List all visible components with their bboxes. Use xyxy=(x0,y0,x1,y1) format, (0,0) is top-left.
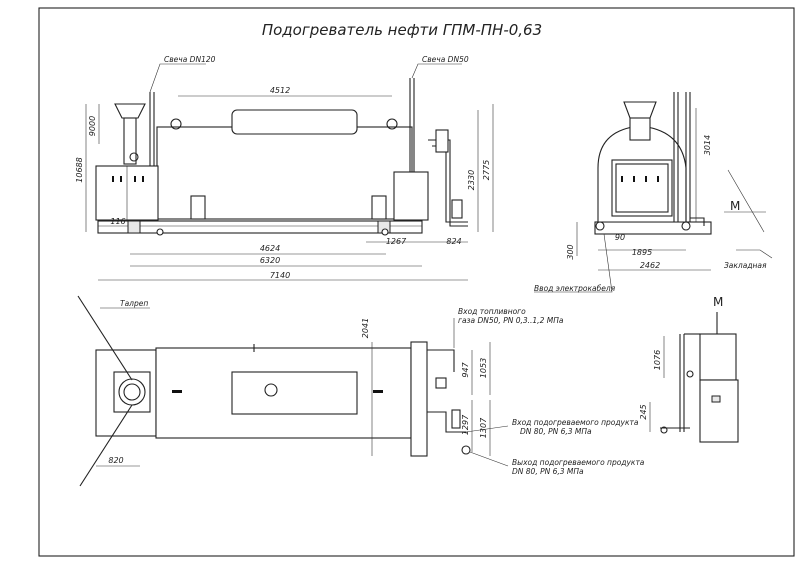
label-product-outlet-2: DN 80, PN 6,3 МПа xyxy=(512,467,584,476)
dim-820: 820 xyxy=(108,456,123,465)
dim-1267: 1267 xyxy=(386,237,407,246)
label-fuel-inlet-1: Вход топливного xyxy=(458,307,526,316)
dim-9000: 9000 xyxy=(88,116,97,136)
sheet-frame xyxy=(38,7,795,557)
dim-4624: 4624 xyxy=(260,244,280,253)
dim-2041: 2041 xyxy=(361,318,370,338)
dim-1297: 1297 xyxy=(461,414,470,435)
dim-947: 947 xyxy=(461,361,470,377)
dim-1307: 1307 xyxy=(479,417,488,438)
drawing-title: Подогреватель нефти ГПМ-ПН-0,63 xyxy=(262,21,542,39)
marker-m-detail: M xyxy=(713,295,723,309)
plan-view: Талреп 820 2041 947 1053 1297 1307 Вход … xyxy=(77,295,645,487)
dim-1053: 1053 xyxy=(479,358,488,378)
label-fuel-inlet-2: газа DN50, PN 0,3..1,2 МПа xyxy=(458,316,564,325)
label-product-outlet-1: Выход подогреваемого продукта xyxy=(512,458,645,467)
dim-3014: 3014 xyxy=(703,135,712,155)
skid-base xyxy=(97,220,423,234)
dim-245: 245 xyxy=(639,404,648,419)
dim-10688: 10688 xyxy=(75,157,84,182)
dim-300: 300 xyxy=(566,244,575,259)
expansion-tank xyxy=(231,109,358,135)
dim-2330: 2330 xyxy=(467,170,476,190)
dim-1895: 1895 xyxy=(632,248,652,257)
plan-skid xyxy=(95,349,157,437)
dim-4512: 4512 xyxy=(270,86,290,95)
label-power-cable: Ввод электрокабеля xyxy=(534,284,616,293)
dim-6320: 6320 xyxy=(260,256,280,265)
label-embed: Закладная xyxy=(724,261,767,270)
front-view: 4512 9000 10688 116 2330 2775 1267 824 4… xyxy=(75,55,494,281)
label-product-inlet-1: Вход подогреваемого продукта xyxy=(512,418,639,427)
dim-1076: 1076 xyxy=(653,350,662,370)
marker-m-top: M xyxy=(730,199,740,213)
side-view: 3014 300 90 1895 2462 M Закладная Ввод э… xyxy=(534,92,773,293)
side-skid xyxy=(594,221,712,235)
dim-90: 90 xyxy=(615,233,625,242)
dim-7140: 7140 xyxy=(270,271,290,280)
dim-2775: 2775 xyxy=(482,160,491,180)
dim-116: 116 xyxy=(110,217,125,226)
label-candle-dn50: Свеча DN50 xyxy=(422,55,469,64)
dim-824: 824 xyxy=(446,237,461,246)
detail-m-view: M 1076 245 xyxy=(639,295,739,443)
label-lug: Талреп xyxy=(120,299,148,308)
label-product-inlet-2: DN 80, PN 6,3 МПа xyxy=(520,427,592,436)
dim-2462: 2462 xyxy=(640,261,660,270)
label-candle-dn120: Свеча DN120 xyxy=(164,55,216,64)
